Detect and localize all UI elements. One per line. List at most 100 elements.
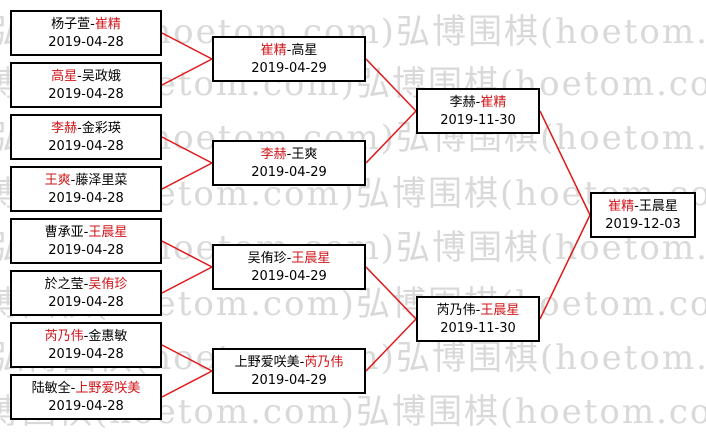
match-date: 2019-04-28 [48,399,124,414]
player-name: 杨子萱 [51,17,91,32]
connector-line [161,58,213,86]
player-name: 藤泽里菜 [75,173,128,188]
player-name: 芮乃伟 [304,355,344,370]
player-name: 崔精 [480,95,507,110]
match-date: 2019-04-28 [48,243,124,258]
match-players: 王爽-藤泽里菜 [12,172,160,190]
player-name: 高星 [291,43,318,58]
player-name: 李赫 [260,147,287,162]
player-separator: - [70,173,76,188]
match-date: 2019-04-29 [251,165,327,180]
player-name: 王晨星 [291,251,331,266]
player-name: 高星 [51,69,78,84]
connector-line [539,110,591,216]
match-players: 崔精-高星 [214,42,364,60]
match-date: 2019-04-28 [48,87,124,102]
match-players: 芮乃伟-王晨星 [418,302,538,320]
player-separator: - [475,303,481,318]
player-separator: - [83,277,89,292]
player-name: 崔精 [94,17,121,32]
player-name: 於之莹 [44,277,84,292]
connector-line [365,58,417,112]
player-name: 王晨星 [88,225,128,240]
match-date: 2019-04-29 [251,373,327,388]
player-name: 崔精 [260,43,287,58]
match-players: 李赫-崔精 [418,94,538,112]
match-players: 吴侑珍-王晨星 [214,250,364,268]
match-players: 曹承亚-王晨星 [12,224,160,242]
match-date: 2019-04-29 [251,61,327,76]
connector-line [161,344,213,372]
player-separator: - [77,121,82,136]
player-name: 陆敏全 [31,381,71,396]
player-separator: - [83,225,89,240]
match-date: 2019-04-28 [48,295,124,310]
player-name: 上野爱咲美 [75,381,141,396]
match-date: 2019-11-30 [440,113,516,128]
player-separator: - [77,69,82,84]
match-players: 陆敏全-上野爱咲美 [12,380,160,398]
connector-line [539,214,591,320]
match-date: 2019-04-28 [48,35,124,50]
player-separator: - [286,43,292,58]
connector-line [161,162,213,190]
connector-line [161,370,213,398]
player-name: 金彩瑛 [81,121,121,136]
connector-line [365,110,417,164]
player-separator: - [286,251,292,266]
player-name: 上野爱咲美 [234,355,300,370]
match-players: 崔精-王晨星 [592,198,694,216]
player-name: 金惠敏 [88,329,128,344]
player-name: 王晨星 [638,199,678,214]
connector-line [365,266,417,320]
player-name: 芮乃伟 [436,303,476,318]
player-separator: - [90,17,95,32]
player-separator: - [83,329,89,344]
player-name: 王爽 [44,173,71,188]
match-players: 杨子萱-崔精 [12,16,160,34]
player-name: 王爽 [291,147,318,162]
match-players: 芮乃伟-金惠敏 [12,328,160,346]
player-separator: - [475,95,481,110]
match-date: 2019-12-03 [605,217,681,232]
player-name: 曹承亚 [44,225,84,240]
player-name: 崔精 [608,199,635,214]
match-players: 高星-吴政娥 [12,68,160,86]
connector-line [161,136,213,164]
player-separator: - [70,381,76,396]
player-separator: - [286,147,292,162]
player-name: 芮乃伟 [44,329,84,344]
match-date: 2019-04-28 [48,139,124,154]
connector-line [161,266,213,294]
match-players: 於之莹-吴侑珍 [12,276,160,294]
player-name: 吴政娥 [81,69,121,84]
player-name: 李赫 [51,121,78,136]
match-date: 2019-04-28 [48,347,124,362]
match-players: 李赫-王爽 [214,146,364,164]
match-date: 2019-11-30 [440,321,516,336]
connector-line [161,240,213,268]
match-date: 2019-04-28 [48,191,124,206]
player-separator: - [634,199,639,214]
connector-line [365,318,417,372]
player-name: 吴侑珍 [88,277,128,292]
player-separator: - [299,355,305,370]
match-box: 上野爱咲美-芮乃伟 2019-04-29 [212,348,366,394]
player-name: 王晨星 [480,303,520,318]
match-players: 李赫-金彩瑛 [12,120,160,138]
